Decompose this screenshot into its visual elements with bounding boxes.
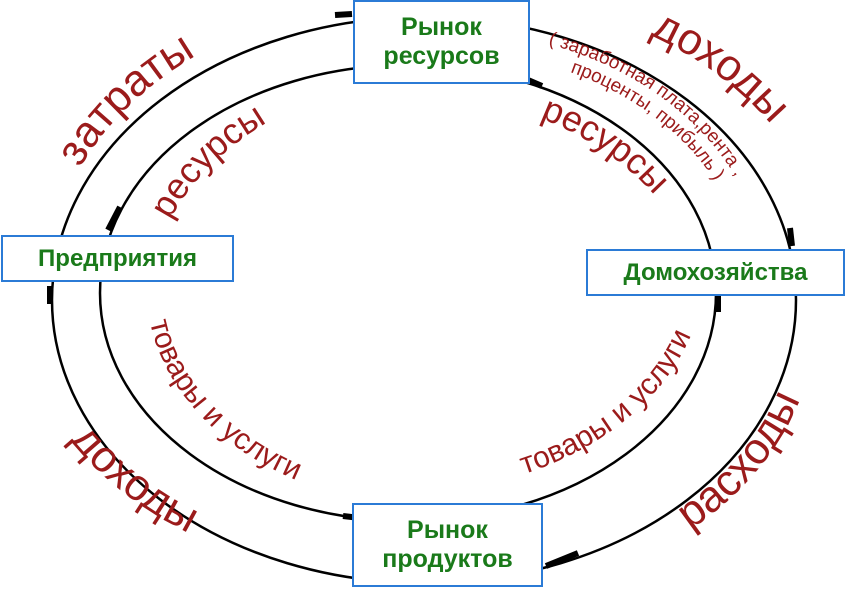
resource-market-line-1: Рынок (401, 13, 482, 42)
product-market-line-1: Рынок (407, 516, 488, 545)
flow-tick (526, 77, 544, 89)
resource-market-line-2: ресурсов (383, 42, 500, 70)
goods-services-left-label: товары и услуги (143, 316, 307, 487)
product-market-box: Рынок продуктов (352, 503, 543, 587)
resources-left-label: ресурсы (141, 94, 271, 223)
flow-tick (787, 227, 795, 247)
enterprises-label: Предприятия (38, 244, 197, 272)
expenses-label: расходы (667, 383, 809, 538)
flow-tick (105, 205, 123, 232)
flow-tick (544, 550, 580, 569)
goods-services-right-label: товары и услуги (516, 324, 698, 481)
enterprises-box: Предприятия (1, 235, 234, 282)
households-label: Домохозяйства (623, 258, 808, 286)
flow-tick (334, 11, 353, 18)
households-box: Домохозяйства (586, 249, 845, 296)
resource-market-box: Рынок ресурсов (353, 0, 530, 84)
product-market-line-2: продуктов (382, 545, 513, 573)
costs-label: затраты (47, 22, 202, 173)
income-bottom-label: доходы (62, 414, 207, 542)
